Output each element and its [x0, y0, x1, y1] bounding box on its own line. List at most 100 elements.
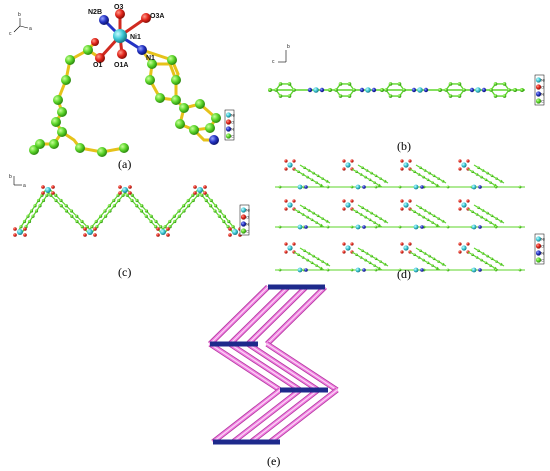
- legend-ni: Ni: [246, 208, 250, 213]
- atom-nickel: [365, 87, 371, 93]
- atom-carbon: [383, 179, 387, 183]
- atom-carbon: [171, 75, 181, 85]
- atom-carbon: [328, 88, 332, 92]
- legend-n: N: [231, 127, 234, 132]
- atom-carbon: [99, 214, 103, 218]
- atom-carbon: [437, 260, 440, 263]
- atom-oxygen: [466, 199, 470, 203]
- atom-oxygen: [93, 233, 97, 237]
- atom-carbon: [493, 82, 498, 86]
- axis-label-c: c: [272, 59, 275, 65]
- atom-carbon: [359, 173, 363, 176]
- atom-oxygen: [408, 199, 412, 203]
- atom-nickel: [45, 187, 51, 193]
- atom-oxygen: [466, 242, 470, 246]
- atom-carbon: [222, 219, 226, 224]
- atom-carbon: [163, 225, 167, 229]
- atom-oxygen: [128, 185, 132, 189]
- atom-nickel: [403, 202, 409, 208]
- atom-carbon: [65, 55, 75, 65]
- atom-carbon: [423, 209, 427, 212]
- legend-c: C: [246, 229, 249, 234]
- atom-carbon: [69, 209, 74, 213]
- atom-carbon: [379, 217, 382, 220]
- atom-carbon: [144, 209, 149, 213]
- atom-carbon: [321, 260, 324, 263]
- label-n2b: N2B: [88, 9, 102, 16]
- atom-carbon: [297, 210, 300, 213]
- atom-carbon: [173, 219, 177, 224]
- axis-triad-b: b c: [272, 44, 290, 65]
- atom-oxygen: [292, 242, 296, 246]
- atom-nickel: [287, 162, 293, 168]
- atom-nickel: [461, 162, 467, 168]
- atom-carbon: [480, 215, 483, 219]
- atom-carbon: [144, 214, 148, 218]
- atom-oxygen: [350, 159, 354, 163]
- atom-oxygen: [284, 242, 288, 246]
- atom-carbon: [51, 117, 61, 127]
- wave-chain-c: [13, 185, 242, 237]
- atom-carbon: [446, 185, 450, 189]
- atom-nitrogen: [411, 87, 417, 93]
- atom-carbon: [435, 183, 439, 187]
- atom-o3a: [141, 13, 151, 23]
- atom-nickel: [403, 162, 409, 168]
- atom-carbon: [437, 177, 440, 180]
- atom-o1: [95, 53, 105, 63]
- atom-oxygen: [284, 199, 288, 203]
- axis-label-b: b: [287, 44, 290, 50]
- atom-carbon: [278, 185, 282, 189]
- atom-nickel: [413, 224, 419, 230]
- atom-carbon: [502, 94, 507, 98]
- atom-oxygen: [342, 242, 346, 246]
- atom-nickel: [345, 202, 351, 208]
- atom-carbon: [373, 181, 376, 184]
- atom-carbon: [278, 268, 282, 272]
- atom-oxygen: [284, 250, 288, 254]
- atom-carbon: [159, 225, 163, 229]
- label-o1: O1: [93, 62, 102, 69]
- atoms-a: [29, 9, 221, 157]
- atom-nitrogen: [420, 185, 424, 189]
- atom-carbon: [319, 223, 323, 227]
- atom-carbon: [374, 174, 378, 178]
- atom-carbon: [182, 204, 186, 208]
- atom-carbon: [419, 166, 422, 169]
- atom-nickel: [461, 245, 467, 251]
- atom-carbon: [471, 210, 474, 213]
- atom-nitrogen: [304, 225, 308, 229]
- atom-carbon: [186, 198, 190, 203]
- atom-oxygen: [458, 159, 462, 163]
- atom-carbon: [368, 178, 372, 182]
- atom-carbon: [22, 219, 27, 224]
- atom-nickel: [287, 245, 293, 251]
- atom-carbon: [428, 254, 431, 258]
- atom-carbon: [457, 82, 462, 86]
- atom-carbon: [419, 249, 422, 252]
- atom-carbon: [103, 209, 107, 213]
- atom-carbon: [370, 211, 373, 215]
- atom-carbon: [462, 88, 466, 92]
- atom-carbon: [518, 185, 522, 189]
- atom-nickel: [355, 224, 361, 230]
- axis-triad-a: c b a: [9, 12, 32, 37]
- axis-label-b: b: [9, 174, 12, 180]
- atom-carbon: [432, 257, 436, 261]
- topology-rods: [208, 285, 339, 445]
- legend-a: Ni O N C: [224, 109, 235, 141]
- atom-carbon: [41, 198, 46, 203]
- atom-carbon: [177, 214, 181, 218]
- atom-carbon: [475, 213, 479, 216]
- atom-carbon: [374, 268, 378, 272]
- atom-carbon: [75, 214, 79, 218]
- caption-c: (c): [118, 265, 131, 279]
- atom-carbon: [377, 266, 381, 270]
- atom-carbon: [374, 185, 378, 189]
- atom-carbon: [307, 169, 311, 172]
- atom-carbon: [135, 198, 139, 203]
- atom-oxygen: [166, 227, 170, 231]
- atom-nitrogen: [304, 185, 308, 189]
- atom-carbon: [119, 143, 129, 153]
